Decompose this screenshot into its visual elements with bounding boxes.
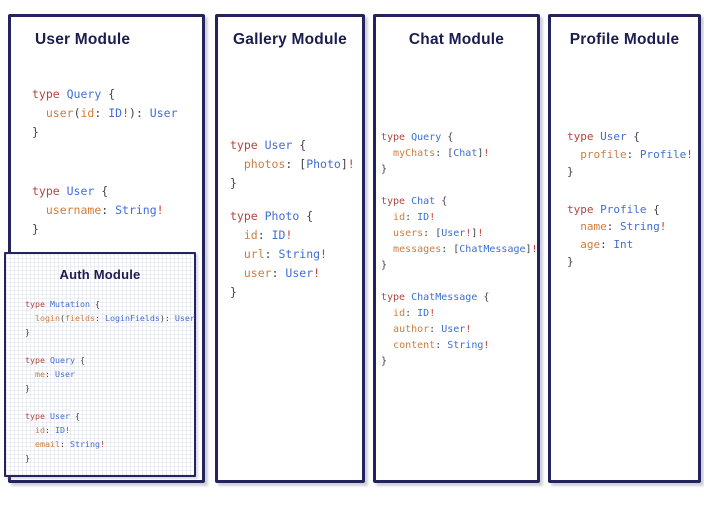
code-line: type Query { [25, 355, 85, 365]
code-line: type User { [25, 411, 80, 421]
code-line: id: ID! [243, 228, 293, 242]
code-auth-module: type Mutation { login(fields: LoginField… [6, 297, 195, 465]
code-chat-module: type Query { myChats: [Chat]!}type Chat … [376, 130, 538, 370]
code-line: type Query { [381, 132, 454, 143]
code-line: type User { [567, 130, 640, 143]
code-block: type User { username: String!} [32, 182, 202, 239]
code-line: content: String! [393, 340, 490, 351]
code-block: type User { id: ID! email: String!} [25, 409, 194, 465]
panel-auth-module: Auth Module type Mutation { login(fields… [4, 252, 196, 477]
code-line: type User { [230, 138, 307, 152]
code-line: } [230, 285, 237, 299]
code-line: } [32, 222, 39, 236]
code-block: type Mutation { login(fields: LoginField… [25, 297, 195, 339]
code-block: type User { photos: [Photo]!} [230, 136, 362, 193]
code-line: id: ID! [393, 212, 436, 223]
code-line: } [25, 327, 30, 337]
code-line: url: String! [243, 247, 327, 261]
code-line: username: String! [45, 203, 164, 217]
code-line: } [381, 260, 388, 271]
code-line: id: ID! [393, 308, 436, 319]
code-block: type Query { me: User} [25, 353, 194, 395]
code-line: type Chat { [381, 196, 448, 207]
code-line: type Mutation { [25, 299, 100, 309]
code-line: photos: [Photo]! [243, 157, 355, 171]
code-user-module: type Query { user(id: ID!): User}type Us… [11, 85, 202, 239]
code-line: email: String! [35, 439, 105, 449]
code-gallery-module: type User { photos: [Photo]!}type Photo … [218, 136, 362, 302]
code-line: type User { [32, 184, 109, 198]
code-block: type ChatMessage { id: ID! author: User!… [381, 290, 537, 370]
code-block: type Chat { id: ID! users: [User!]! mess… [381, 194, 538, 274]
code-line: user(id: ID!): User [45, 106, 178, 120]
panel-profile-module: Profile Module type User { profile: Prof… [548, 14, 701, 483]
code-line: } [25, 453, 30, 463]
code-line: author: User! [393, 324, 472, 335]
code-line: } [25, 383, 30, 393]
code-block: type Query { user(id: ID!): User} [32, 85, 202, 142]
code-line: myChats: [Chat]! [393, 148, 490, 159]
code-line: id: ID! [35, 425, 70, 435]
code-line: type Profile { [567, 202, 660, 216]
code-line: } [32, 125, 39, 139]
panel-gallery-module: Gallery Module type User { photos: [Phot… [215, 14, 365, 483]
code-line: } [381, 356, 388, 367]
code-block: type Profile { name: String! age: Int} [567, 201, 698, 271]
code-line: users: [User!]! [393, 228, 484, 239]
code-line: age: Int [580, 237, 634, 251]
code-line: } [567, 165, 574, 178]
code-line: me: User [35, 369, 75, 379]
code-line: type Query { [32, 87, 116, 101]
panel-title-user-module: User Module [35, 31, 131, 48]
code-block: type Query { myChats: [Chat]!} [381, 130, 537, 178]
code-line: type ChatMessage { [381, 292, 490, 303]
code-line: messages: [ChatMessage]! [393, 244, 538, 255]
code-line: } [381, 164, 388, 175]
code-line: } [230, 176, 237, 190]
code-block: type Photo { id: ID! url: String! user: … [230, 207, 362, 302]
panel-title-gallery-module: Gallery Module [233, 31, 347, 48]
code-line: profile: Profile! [580, 147, 693, 161]
code-line: } [567, 255, 574, 268]
code-line: name: String! [580, 220, 667, 233]
panel-title-auth-module: Auth Module [59, 267, 141, 282]
panel-chat-module: Chat Module type Query { myChats: [Chat]… [373, 14, 540, 483]
code-line: type Photo { [230, 209, 314, 223]
code-block: type User { profile: Profile!} [567, 128, 698, 181]
code-line: user: User! [243, 266, 321, 280]
panel-title-chat-module: Chat Module [408, 31, 505, 48]
code-line: login(fields: LoginFields): User [35, 313, 195, 323]
code-profile-module: type User { profile: Profile!}type Profi… [551, 128, 698, 271]
panel-title-profile-module: Profile Module [569, 31, 680, 48]
